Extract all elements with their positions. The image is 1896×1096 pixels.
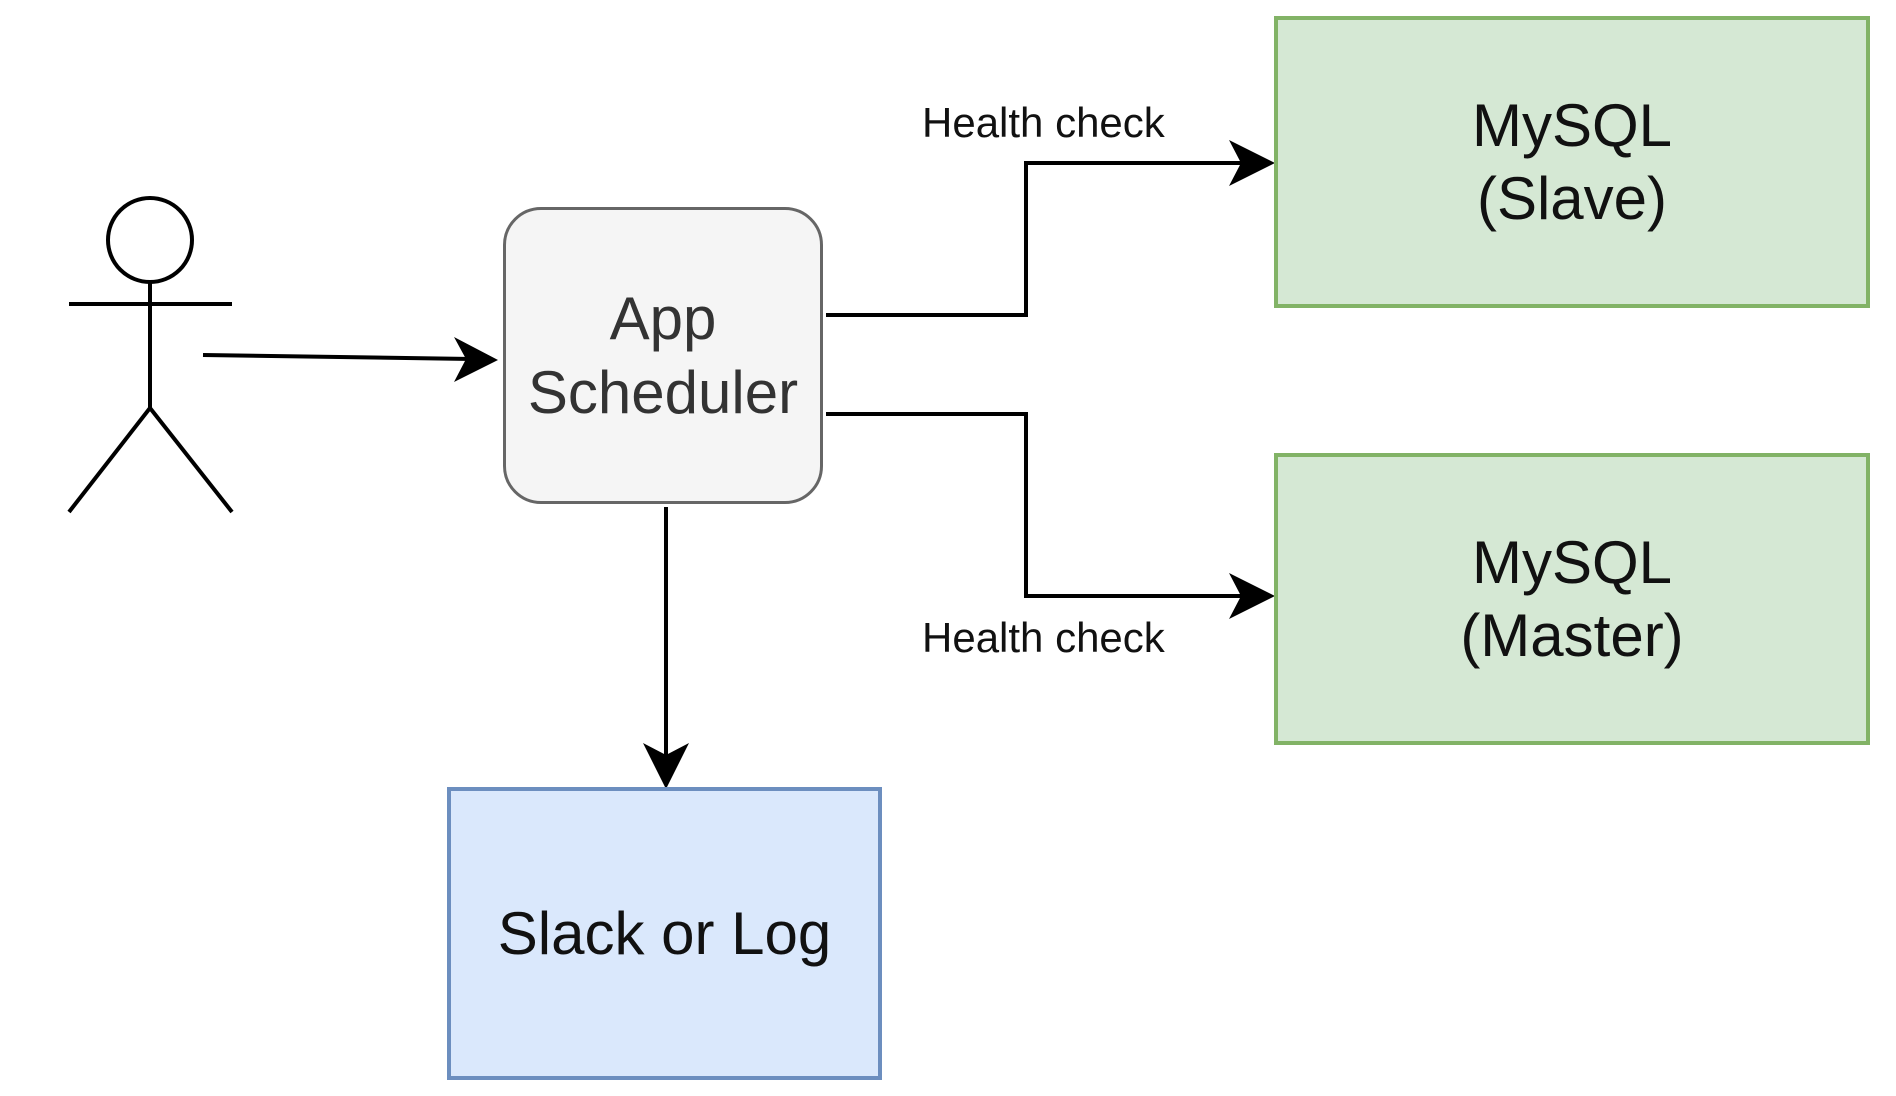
mysql-master-label-line-1: MySQL (1471, 528, 1673, 596)
app-scheduler-node[interactable]: App Scheduler (503, 207, 823, 504)
arrow-scheduler-to-slack (643, 507, 689, 789)
arrow-actor-to-scheduler (202, 337, 498, 382)
slack-or-log-node[interactable]: Slack or Log (447, 787, 882, 1080)
slack-or-log-label: Slack or Log (497, 899, 832, 967)
app-scheduler-label-line-1: App (609, 285, 717, 353)
mysql-master-node[interactable]: MySQL (Master) (1274, 453, 1870, 745)
mysql-slave-node[interactable]: MySQL (Slave) (1274, 16, 1870, 308)
health-check-slave-label: Health check (922, 99, 1165, 146)
app-scheduler-label-line-2: Scheduler (527, 358, 799, 426)
health-check-master-label: Health check (922, 614, 1165, 661)
user-actor-icon (67, 196, 234, 514)
mysql-master-label-line-2: (Master) (1460, 602, 1684, 669)
mysql-slave-label-line-2: (Slave) (1476, 165, 1668, 232)
arrow-scheduler-to-mysql-slave (826, 140, 1275, 317)
mysql-slave-label-line-1: MySQL (1471, 91, 1673, 159)
arrow-scheduler-to-mysql-master (826, 412, 1275, 619)
